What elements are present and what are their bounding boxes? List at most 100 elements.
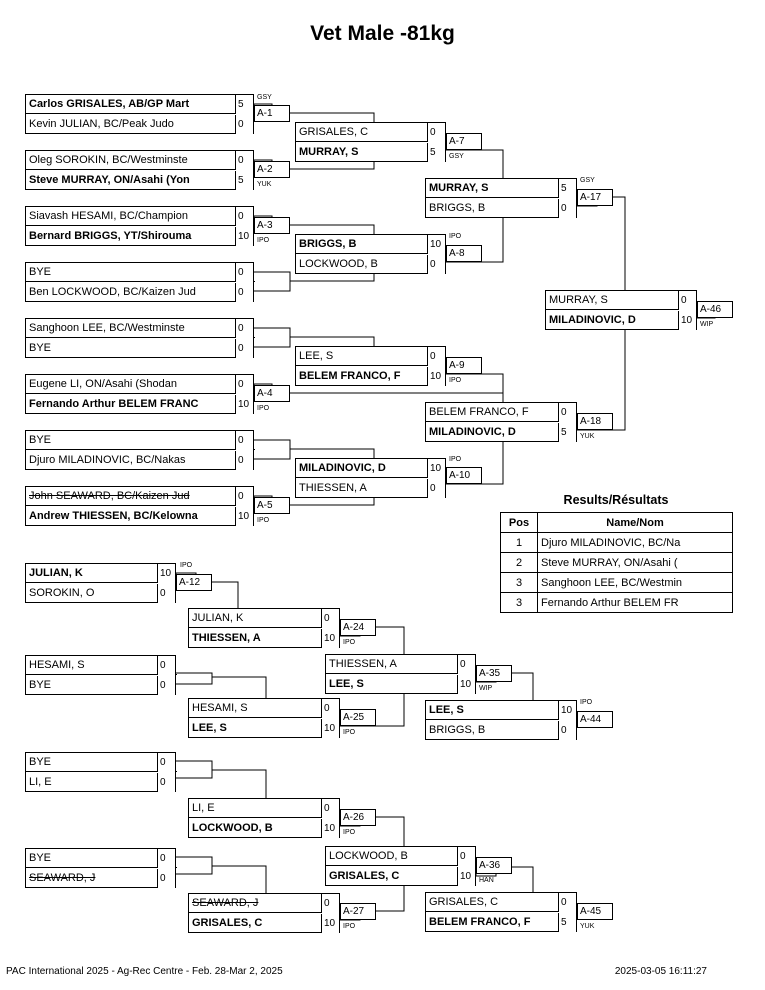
match-box-repechage-bye-2: BYE 0 LI, E 0	[25, 752, 177, 792]
competitor-name: BYE	[26, 753, 177, 772]
match-box-a2: Oleg SOROKIN, BC/Westminste 0 Steve MURR…	[25, 150, 255, 190]
competitor-name: Sanghoon LEE, BC/Westminste	[26, 319, 255, 338]
result-pos: 2	[500, 552, 538, 573]
match-number: A-18	[577, 413, 613, 430]
match-box-a3: Siavash HESAMI, BC/Champion 0 Bernard BR…	[25, 206, 255, 246]
name-header: Name/Nom	[537, 512, 733, 533]
match-box-a4: Eugene LI, ON/Asahi (Shodan 0 Fernando A…	[25, 374, 255, 414]
competitor-name: MURRAY, S	[426, 179, 578, 198]
match-box-a45: GRISALES, C 0 BELEM FRANCO, F 5	[425, 892, 578, 932]
competitor-name: SEAWARD, J	[189, 894, 341, 913]
competitor-name: LI, E	[189, 799, 341, 818]
competitor-name: Fernando Arthur BELEM FRANC	[29, 398, 199, 410]
match-box-a36: LOCKWOOD, B 0 GRISALES, C 10	[325, 846, 477, 886]
pos-header: Pos	[500, 512, 538, 533]
score: 0	[321, 894, 339, 913]
results-row: 3 Fernando Arthur BELEM FR	[500, 592, 733, 613]
results-table: Pos Name/Nom 1 Djuro MILADINOVIC, BC/Na …	[500, 512, 733, 613]
score: 5	[427, 143, 445, 162]
competitor-name: HESAMI, S	[189, 699, 341, 718]
match-box-a35: THIESSEN, A 0 LEE, S 10	[325, 654, 477, 694]
match-box-a17: MURRAY, S 5 BRIGGS, B 0	[425, 178, 578, 218]
match-number: A-46	[697, 301, 733, 318]
score: 0	[157, 849, 175, 868]
score: 10	[321, 719, 339, 738]
competitor-name: BYE	[29, 679, 52, 691]
score: 0	[321, 609, 339, 628]
competitor-name: THIESSEN, A	[299, 482, 367, 494]
score: 0	[457, 847, 475, 866]
match-box-bye-1: BYE 0 Ben LOCKWOOD, BC/Kaizen Jud 0	[25, 262, 255, 302]
score: 10	[321, 819, 339, 838]
match-box-a12: JULIAN, K 10 SOROKIN, O 0	[25, 563, 177, 603]
competitor-name: BYE	[26, 263, 255, 282]
competitor-name: BRIGGS, B	[296, 235, 447, 254]
score: 0	[678, 291, 696, 310]
score: 10	[235, 507, 253, 526]
bracket-title: Vet Male -81kg	[310, 22, 455, 45]
competitor-name: MURRAY, S	[299, 146, 359, 158]
score: 10	[457, 675, 475, 694]
match-box-a25: HESAMI, S 0 LEE, S 10	[188, 698, 341, 738]
match-box-repechage-bye-3: BYE 0 SEAWARD, J 0	[25, 848, 177, 888]
competitor-name: THIESSEN, A	[326, 655, 477, 674]
result-name: Steve MURRAY, ON/Asahi (	[537, 552, 733, 573]
match-number: A-10	[446, 467, 482, 484]
match-number: A-26	[340, 809, 376, 826]
win-code: IPO	[257, 517, 270, 524]
result-pos: 1	[500, 532, 538, 553]
footer-timestamp: 2025-03-05 16:11:27	[614, 966, 707, 977]
competitor-name: GRISALES, C	[329, 870, 400, 882]
win-code: IPO	[343, 923, 356, 930]
competitor-name: MILADINOVIC, D	[549, 314, 636, 326]
competitor-name: Ben LOCKWOOD, BC/Kaizen Jud	[29, 286, 196, 298]
competitor-name: Oleg SOROKIN, BC/Westminste	[26, 151, 255, 170]
competitor-name: GRISALES, C	[426, 893, 578, 912]
score: 10	[235, 395, 253, 414]
win-code: YUK	[257, 181, 272, 188]
result-name: Fernando Arthur BELEM FR	[537, 592, 733, 613]
match-number: A-3	[254, 217, 290, 234]
results-row: 2 Steve MURRAY, ON/Asahi (	[500, 552, 733, 573]
win-code: GSY	[449, 153, 464, 160]
score: 0	[427, 347, 445, 366]
win-code: HAN	[479, 877, 494, 884]
score: 0	[457, 655, 475, 674]
score: 0	[157, 676, 175, 695]
score: 0	[427, 255, 445, 274]
score: 0	[235, 151, 253, 170]
score: 5	[235, 95, 253, 114]
competitor-name: BYE	[26, 431, 255, 450]
result-name: Djuro MILADINOVIC, BC/Na	[537, 532, 733, 553]
score: 0	[427, 479, 445, 498]
score: 0	[558, 721, 576, 740]
score: 10	[321, 914, 339, 933]
match-box-repechage-bye-1: HESAMI, S 0 BYE 0	[25, 655, 177, 695]
match-number: A-8	[446, 245, 482, 262]
competitor-name: LOCKWOOD, B	[326, 847, 477, 866]
score: 0	[157, 753, 175, 772]
win-code: WIP	[479, 685, 493, 692]
match-number: A-25	[340, 709, 376, 726]
match-number: A-17	[577, 189, 613, 206]
match-number: A-1	[254, 105, 290, 122]
score: 0	[235, 263, 253, 282]
competitor-name: LEE, S	[329, 678, 364, 690]
competitor-name: GRISALES, C	[296, 123, 447, 142]
match-number: A-24	[340, 619, 376, 636]
match-number: A-36	[476, 857, 512, 874]
score: 10	[457, 867, 475, 886]
match-number: A-44	[577, 711, 613, 728]
win-code: IPO	[343, 729, 356, 736]
score: 0	[157, 869, 175, 888]
score: 5	[558, 913, 576, 932]
win-code: YUK	[580, 923, 595, 930]
competitor-name: BRIGGS, B	[429, 202, 486, 214]
result-name: Sanghoon LEE, BC/Westmin	[537, 572, 733, 593]
match-box-bye-3: BYE 0 Djuro MILADINOVIC, BC/Nakas 0	[25, 430, 255, 470]
competitor-name: THIESSEN, A	[192, 632, 261, 644]
competitor-name: LOCKWOOD, B	[299, 258, 378, 270]
competitor-name: HESAMI, S	[26, 656, 177, 675]
competitor-name: GRISALES, C	[192, 917, 263, 929]
match-box-a5: John SEAWARD, BC/Kaizen Jud 0 Andrew THI…	[25, 486, 255, 526]
